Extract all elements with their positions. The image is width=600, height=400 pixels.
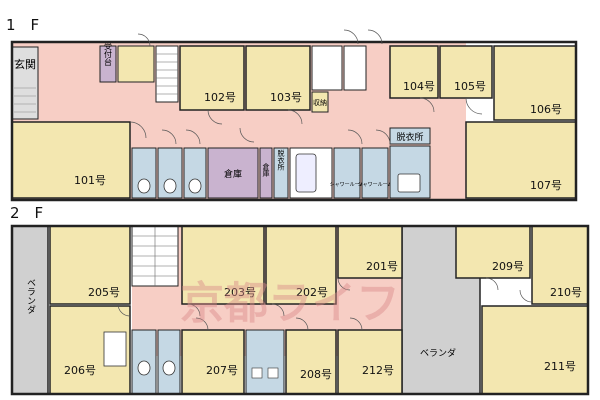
room-202	[265, 225, 337, 305]
floor-1-outline	[10, 40, 578, 202]
label-room-106: 106号	[530, 103, 562, 116]
label-room-202: 202号	[296, 286, 328, 299]
room-211	[481, 305, 589, 395]
shower-1-label: シャワールーム	[330, 182, 365, 188]
room-212	[337, 329, 403, 395]
label-room-206: 206号	[64, 364, 96, 377]
floor-2-outline	[10, 224, 590, 396]
label-room-203: 203号	[224, 286, 256, 299]
label-room-201: 201号	[366, 260, 398, 273]
floor-2-room-labels: 201号 202号 203号 205号 206号 207号 208号 209号 …	[64, 260, 582, 381]
laundry-small	[273, 147, 289, 199]
room-105	[439, 45, 493, 99]
floor-1-label: 1 F	[6, 16, 40, 34]
bathtub-icon	[295, 153, 317, 193]
label-room-107: 107号	[530, 179, 562, 192]
floor-1-doors	[129, 29, 483, 145]
label-room-103: 103号	[270, 91, 302, 104]
toilet-3-icon	[188, 178, 202, 194]
sink-2f-1-icon	[251, 367, 263, 379]
closet-label: 収納	[313, 98, 327, 107]
toilet-2f-2-icon	[162, 360, 176, 376]
closet	[311, 91, 329, 113]
room-208	[285, 329, 337, 395]
label-room-211: 211号	[544, 360, 576, 373]
label-room-208: 208号	[300, 368, 332, 381]
label-room-102: 102号	[204, 91, 236, 104]
floor-1: 玄関 受付台 収納	[10, 29, 578, 202]
sink-area	[311, 45, 343, 91]
dressing-label: 脱衣所	[396, 131, 423, 143]
room-104	[389, 45, 439, 99]
label-room-105: 105号	[454, 80, 486, 93]
room-101	[11, 121, 131, 199]
storage-small-label: 倉庫	[262, 162, 270, 178]
label-room-104: 104号	[403, 80, 435, 93]
label-room-210: 210号	[550, 286, 582, 299]
room-205	[49, 225, 131, 305]
label-room-101: 101号	[74, 174, 106, 187]
reception-desk	[99, 45, 117, 83]
dressing-room	[389, 127, 431, 145]
label-room-209: 209号	[492, 260, 524, 273]
office-room	[117, 45, 155, 83]
entrance-step-lines	[14, 87, 36, 113]
room-203	[181, 225, 265, 305]
toilet-2f-1-icon	[137, 360, 151, 376]
room-103	[245, 45, 311, 111]
bathtub-2-icon	[397, 173, 421, 193]
entrance-area	[11, 46, 39, 120]
entrance-label: 玄関	[14, 57, 36, 71]
toilet-2-icon	[163, 178, 177, 194]
toilet-1-icon	[137, 178, 151, 194]
washroom-2f	[245, 329, 285, 395]
room-210	[531, 225, 589, 305]
veranda-left-label: ベランダ	[25, 278, 36, 314]
label-room-205: 205号	[88, 286, 120, 299]
floor-2-label: 2 F	[10, 204, 44, 222]
floor-2-doors	[117, 277, 533, 331]
floor-2: ベランダ ベランダ	[10, 224, 590, 396]
stairs-1f	[155, 45, 179, 103]
room-206-kitchen	[103, 331, 127, 367]
storage-room	[207, 147, 259, 199]
laundry-small-label: 脱衣所	[277, 149, 285, 172]
shower-room-1	[333, 147, 361, 199]
floor-1-room-labels: 101号 102号 103号 104号 105号 106号 107号	[74, 80, 562, 192]
storage-small	[259, 147, 273, 199]
label-room-207: 207号	[206, 364, 238, 377]
small-stairs	[343, 45, 367, 91]
stairs-1f-steps	[156, 53, 178, 95]
sink-2f-2-icon	[267, 367, 279, 379]
shower-room-2	[361, 147, 389, 199]
watermark-logo: 京都ライフ	[180, 278, 400, 329]
room-207	[181, 329, 245, 395]
stairs-2f-steps	[132, 226, 178, 286]
label-room-212: 212号	[362, 364, 394, 377]
reception-label: 受付台	[104, 41, 113, 67]
shower-2-label: シャワールーム	[358, 182, 393, 188]
veranda-center-label: ベランダ	[420, 347, 456, 359]
room-209	[455, 225, 531, 279]
room-201	[337, 225, 403, 279]
room-102	[179, 45, 245, 111]
storage-label: 倉庫	[224, 168, 242, 180]
room-107	[465, 121, 577, 199]
